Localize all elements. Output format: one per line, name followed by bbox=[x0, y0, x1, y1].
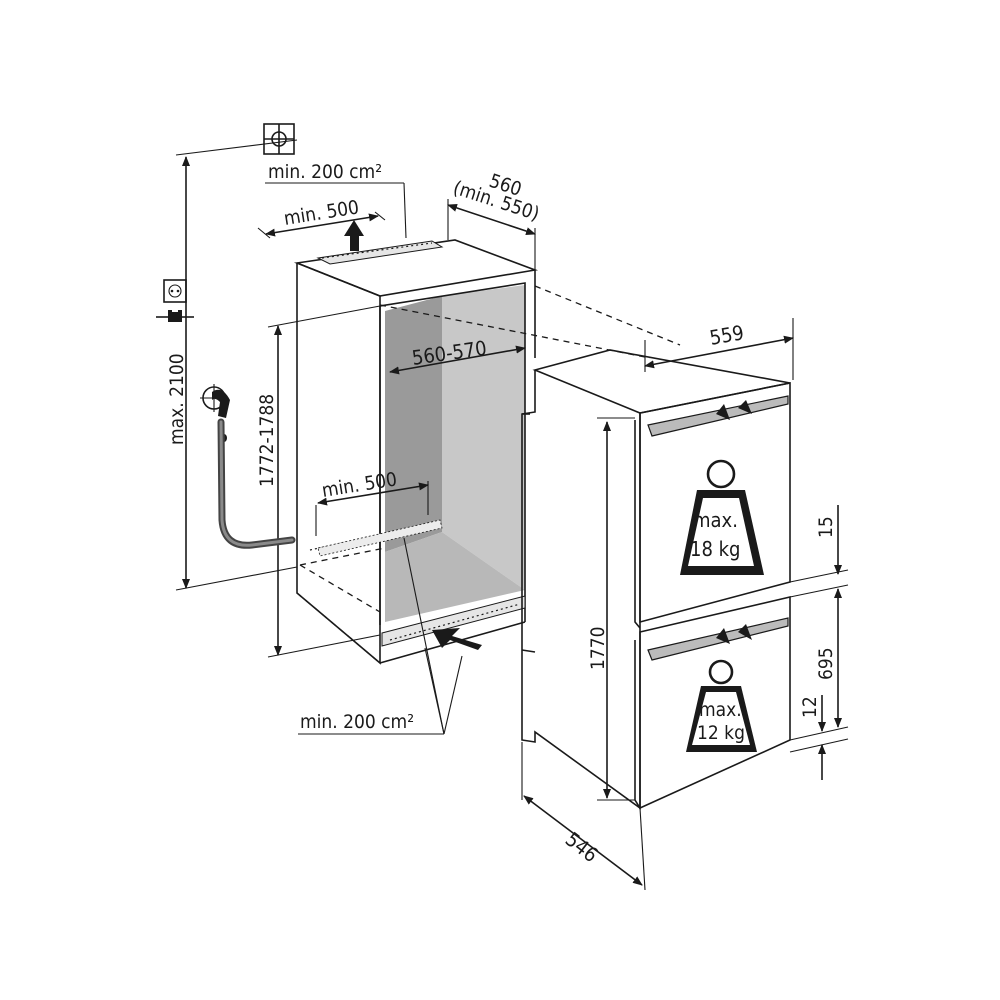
ventilation-symbol-icon bbox=[263, 123, 295, 155]
appliance-width-dim-line bbox=[644, 335, 794, 369]
niche-width-dim-line bbox=[389, 345, 526, 375]
top-vent-depth-dim-line bbox=[265, 213, 379, 237]
appliance-depth-dim-line bbox=[523, 795, 643, 886]
bottom-vent-opening bbox=[381, 595, 526, 647]
left-dimensions: max. 2100 1772-1788 bbox=[156, 123, 381, 658]
gap-top-label: 15 bbox=[815, 516, 837, 538]
appliance-side bbox=[521, 370, 641, 810]
upper-load-line2: 18 kg bbox=[690, 537, 740, 561]
appliance-height-label: 1770 bbox=[587, 627, 609, 671]
lower-load-line2: 12 kg bbox=[697, 722, 745, 744]
bottom-vent-arrow bbox=[432, 628, 482, 650]
niche-height-label: 1772-1788 bbox=[256, 394, 278, 487]
lower-hinge-rail bbox=[647, 617, 789, 661]
lower-load-line1: max. bbox=[699, 699, 742, 721]
water-tap-icon bbox=[200, 384, 230, 442]
upper-load-line1: max. bbox=[693, 508, 738, 532]
niche-inner-floor bbox=[385, 532, 525, 622]
niche-inner-back bbox=[385, 296, 442, 552]
upper-hinge-rail bbox=[647, 395, 789, 437]
bottom-vent-area-label: min. 200 cm² bbox=[300, 711, 414, 733]
top-vent-arrow bbox=[350, 233, 359, 251]
inner-depth-dim-line bbox=[317, 482, 429, 506]
weight-icon bbox=[680, 459, 764, 575]
top-vent-area-label: min. 200 cm² bbox=[268, 161, 382, 183]
top-vent-opening bbox=[316, 240, 444, 265]
max-height-label: max. 2100 bbox=[166, 353, 188, 445]
niche bbox=[293, 220, 681, 665]
weight-icon bbox=[686, 659, 757, 752]
appliance-width-label: 559 bbox=[708, 320, 746, 350]
gap-bottom-label: 12 bbox=[799, 696, 821, 718]
drawer-height-label: 695 bbox=[815, 647, 837, 680]
appliance-dimensions: 559 1770 546 15 695 12 bbox=[521, 318, 849, 891]
plug-icon bbox=[156, 310, 194, 322]
appliance-depth-label: 546 bbox=[561, 827, 603, 867]
niche-depth-dim-line bbox=[447, 204, 536, 235]
socket-icon bbox=[163, 279, 187, 303]
appliance: max. 18 kg max. 12 kg bbox=[521, 349, 791, 810]
